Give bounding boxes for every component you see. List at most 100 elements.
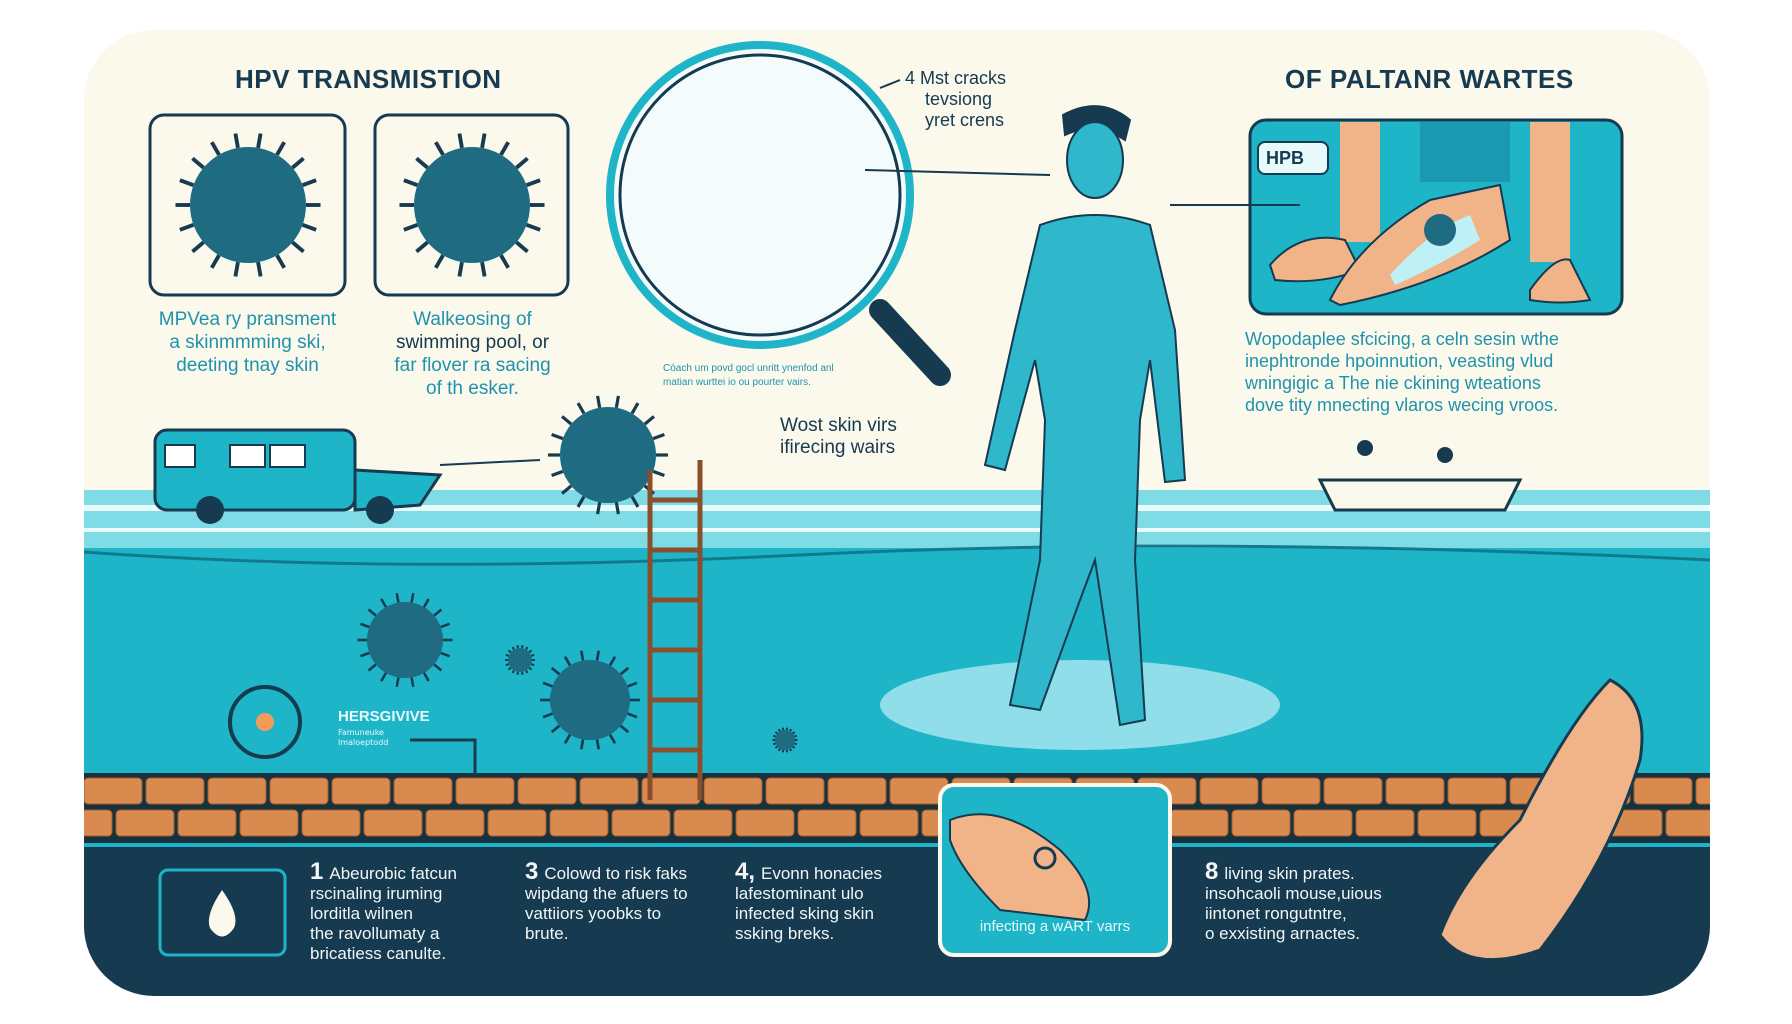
brick <box>1665 809 1710 837</box>
brick <box>1447 777 1507 805</box>
brick <box>331 777 391 805</box>
brick <box>859 809 919 837</box>
brick <box>84 777 143 805</box>
brick <box>827 777 887 805</box>
brick <box>363 809 423 837</box>
item-line: Abeurobic fatcun <box>329 864 457 883</box>
brick <box>177 809 237 837</box>
foot-panel <box>1248 118 1624 316</box>
brick <box>487 809 547 837</box>
bottom-item: 8 living skin prates.insohcaoli mouse,uio… <box>1205 860 1382 944</box>
boat-icon <box>1317 440 1523 512</box>
brick <box>1323 777 1383 805</box>
foot-badge: HPB <box>1266 148 1305 168</box>
item-line: lafestominant ulo <box>735 884 864 903</box>
small-note: Cóach um povd gocl unritt ynenfod anl ma… <box>663 362 834 390</box>
brick <box>1417 809 1477 837</box>
item-line: vattiiors yoobks to <box>525 904 662 923</box>
brick <box>735 809 795 837</box>
brick <box>517 777 577 805</box>
virus-icon <box>772 727 798 753</box>
underwater-label: HERSGIVIVE <box>338 708 430 725</box>
caption-box1: MPVea ry pransment a skinmmming ski, dee… <box>130 308 365 377</box>
brick <box>1293 809 1353 837</box>
item-line: the ravollumaty a <box>310 924 440 943</box>
callout-line: 4 Mst cracks <box>905 68 1007 88</box>
brick <box>1633 777 1693 805</box>
caption-line: Walkeosing of <box>413 309 532 330</box>
item-number: 4, <box>735 858 756 885</box>
brick <box>1385 777 1445 805</box>
item-line: ssking breks. <box>735 924 835 943</box>
note-line: matian wurttei io ou pourter vairs. <box>663 377 811 388</box>
brick <box>425 809 485 837</box>
brick <box>1695 777 1710 805</box>
paragraph-line: Wopodaplee sfcicing, a celn sesin wthe <box>1245 329 1559 349</box>
brick <box>673 809 733 837</box>
brick <box>269 777 329 805</box>
item-number: 1 <box>310 858 324 885</box>
brick <box>207 777 267 805</box>
title-right: OF PALTANR WARTES <box>1285 64 1574 94</box>
brick <box>393 777 453 805</box>
brick <box>1169 809 1229 837</box>
item-line: insohcaoli mouse,uious <box>1205 884 1382 903</box>
item-line: o exxisting arnactes. <box>1205 924 1360 943</box>
item-line: bricatiess canulte. <box>310 944 447 963</box>
brick <box>301 809 361 837</box>
virus-icon <box>505 645 535 675</box>
item-line: lorditla wilnen <box>310 904 413 923</box>
brick <box>84 809 113 837</box>
note-line: Cóach um povd gocl unritt ynenfod anl <box>663 363 834 374</box>
virus-icon <box>540 650 640 750</box>
caption-line: far flover ra sacing <box>394 355 551 376</box>
sub-line: Famuneuke <box>338 728 384 737</box>
item-line: infected sking skin <box>735 904 874 923</box>
caption-line: swimming pool, or <box>395 332 550 353</box>
brick <box>549 809 609 837</box>
virus-icon <box>357 593 453 687</box>
water-drop-box <box>158 868 287 957</box>
callout-line: Wost skin virs <box>780 415 897 436</box>
item-line: brute. <box>525 924 569 943</box>
item-line: living skin prates. <box>1224 864 1355 883</box>
brick <box>1261 777 1321 805</box>
right-paragraph: Wopodaplee sfcicing, a celn sesin wthe i… <box>1245 328 1559 416</box>
caption-box2: Walkeosing of swimming pool, or far flov… <box>360 308 585 400</box>
ladder-icon <box>647 460 703 800</box>
item-line: wipdang the afuers to <box>525 884 688 903</box>
paragraph-line: dove tity mnecting vlaros wecing vroos. <box>1245 395 1559 415</box>
caption-line: deeting tnay skin <box>176 355 319 376</box>
brick <box>611 809 671 837</box>
virus-icon <box>548 395 668 515</box>
paragraph-line: wningigic a The nie ckining wteations <box>1245 373 1541 393</box>
magnifier-callout: 4 Mst cracks tevsiong yret crens <box>905 68 1006 131</box>
brick <box>239 809 299 837</box>
item-number: 3 <box>525 858 539 885</box>
van-icon <box>153 428 443 524</box>
item-number: 8 <box>1205 858 1219 885</box>
man-figure <box>983 105 1187 727</box>
underwater-area <box>84 548 1710 773</box>
foot-illustration <box>1438 678 1644 962</box>
brick <box>145 777 205 805</box>
caption-line: MPVea ry pransment <box>158 309 337 330</box>
underwater-sub: Famuneuke Imaloeptodd <box>338 728 388 748</box>
caption-line: a skinmmming ski, <box>169 332 326 353</box>
caption-line: of th esker. <box>426 378 519 399</box>
brick <box>1199 777 1259 805</box>
brick <box>703 777 763 805</box>
magnifier-icon <box>606 41 951 386</box>
brick <box>455 777 515 805</box>
bottom-band <box>84 843 1710 996</box>
brick <box>765 777 825 805</box>
item-line: Colowd to risk faks <box>544 864 688 883</box>
brick <box>115 809 175 837</box>
item-line: Evonn honacies <box>761 864 882 883</box>
brick <box>579 777 639 805</box>
paragraph-line: inephtronde hpoinnution, veasting vlud <box>1245 351 1554 371</box>
